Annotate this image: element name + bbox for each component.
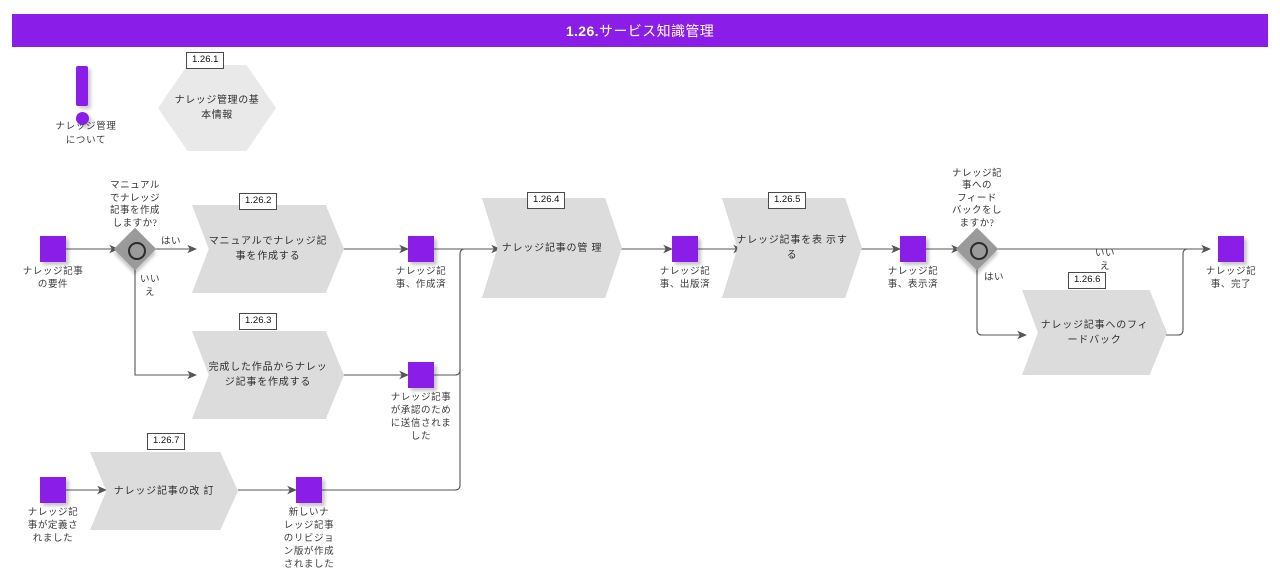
- reference-label: ナレッジ管理の基本情報: [174, 95, 260, 121]
- event-new-revision-created[interactable]: 新しいナ レッジ記事 のリビジョ ン版が作成 されました: [284, 477, 334, 570]
- event-article-displayed[interactable]: ナレッジ記 事、表示済: [888, 236, 938, 290]
- event-submitted-for-approval[interactable]: ナレッジ記事 が承認のため に送信されま した: [391, 362, 451, 442]
- page-header: 1.26.サービス知識管理: [12, 14, 1268, 47]
- process-chevron[interactable]: ナレッジ記事の管 理: [482, 198, 622, 298]
- reference-hexagon[interactable]: ナレッジ管理の基本情報: [158, 65, 276, 151]
- end-event-article-complete[interactable]: ナレッジ記 事、完了: [1206, 236, 1256, 290]
- process-tag-1-26-4[interactable]: 1.26.4: [527, 192, 566, 209]
- reference-tag-1-26-1[interactable]: 1.26.1: [186, 52, 225, 69]
- page-title-number: 1.26.: [565, 22, 599, 39]
- event-label: ナレッジ記事 の要件: [22, 267, 84, 290]
- event-article-created[interactable]: ナレッジ記 事、作成済: [396, 236, 446, 290]
- process-label: マニュアルでナレッジ記事を作成する: [208, 236, 328, 262]
- reference-node-1-26-1[interactable]: ナレッジ管理の基本情報: [158, 65, 276, 151]
- event-square[interactable]: [40, 236, 66, 262]
- flow-gateway1-no: [134, 266, 198, 380]
- event-label: ナレッジ記 事が定義さ れました: [27, 508, 79, 544]
- event-label: ナレッジ記 事、出版済: [659, 267, 711, 290]
- event-square[interactable]: [296, 477, 322, 503]
- process-label: ナレッジ記事の管 理: [501, 242, 603, 254]
- process-tag-1-26-7[interactable]: 1.26.7: [147, 433, 186, 450]
- process-chevron[interactable]: マニュアルでナレッジ記事を作成する: [192, 205, 344, 293]
- flow-proc6-rejoin: [1163, 248, 1189, 336]
- gateway-question: マニュアル でナレッジ 記事を作成 しますか?: [109, 181, 160, 229]
- process-1-26-4[interactable]: ナレッジ記事の管 理: [482, 198, 622, 298]
- gateway-manual-create[interactable]: マニュアル でナレッジ 記事を作成 しますか?: [110, 181, 160, 271]
- event-square[interactable]: [1218, 236, 1244, 262]
- annotation-label: ナレッジ管理 について: [55, 122, 117, 146]
- event-square[interactable]: [900, 236, 926, 262]
- process-tag-1-26-2[interactable]: 1.26.2: [239, 193, 278, 210]
- process-chevron[interactable]: ナレッジ記事を表 示する: [722, 198, 862, 298]
- process-1-26-7[interactable]: ナレッジ記事の改 訂: [90, 452, 238, 530]
- process-label: ナレッジ記事の改 訂: [113, 485, 215, 497]
- event-article-defined[interactable]: ナレッジ記 事が定義さ れました: [28, 477, 78, 544]
- gateway-feedback[interactable]: ナレッジ記 事への フィード バックをし ますか?: [952, 169, 1002, 271]
- process-1-26-6[interactable]: ナレッジ記事へのフィードバック: [1022, 290, 1167, 375]
- process-tag-1-26-5[interactable]: 1.26.5: [768, 192, 807, 209]
- process-tag-1-26-3[interactable]: 1.26.3: [239, 313, 278, 330]
- event-label: ナレッジ記 事、作成済: [395, 267, 447, 290]
- process-label: ナレッジ記事を表 示する: [736, 235, 848, 261]
- process-1-26-2[interactable]: マニュアルでナレッジ記事を作成する: [192, 205, 344, 293]
- event-label: 新しいナ レッジ記事 のリビジョ ン版が作成 されました: [283, 508, 335, 570]
- gateway-inclusive-icon: [128, 242, 146, 260]
- process-chevron[interactable]: 完成した作品からナレッジ記事を作成する: [192, 331, 344, 419]
- gateway1-yes-label: はい: [160, 237, 181, 247]
- flow-revision-up: [322, 254, 461, 491]
- gateway-question: ナレッジ記 事への フィード バックをし ますか?: [951, 168, 1002, 229]
- process-label: ナレッジ記事へのフィードバック: [1040, 319, 1149, 346]
- event-label: ナレッジ記 事、完了: [1205, 267, 1257, 290]
- gateway2-yes-label: はい: [983, 273, 1004, 283]
- event-square[interactable]: [408, 362, 434, 388]
- process-tag-1-26-6[interactable]: 1.26.6: [1068, 272, 1107, 289]
- gateway2-no-label: いい え: [1094, 249, 1115, 272]
- gateway1-no-label: いい え: [139, 275, 160, 298]
- flow-gateway2-yes: [976, 266, 1028, 340]
- event-article-published[interactable]: ナレッジ記 事、出版済: [660, 236, 710, 290]
- process-chevron[interactable]: ナレッジ記事へのフィードバック: [1022, 290, 1167, 375]
- process-chevron[interactable]: ナレッジ記事の改 訂: [90, 452, 238, 530]
- process-1-26-3[interactable]: 完成した作品からナレッジ記事を作成する: [192, 331, 344, 419]
- gateway-inclusive-icon: [970, 242, 988, 260]
- page-title: 1.26.サービス知識管理: [566, 21, 714, 41]
- event-square[interactable]: [40, 477, 66, 503]
- page-title-text: サービス知識管理: [598, 22, 715, 39]
- event-square[interactable]: [672, 236, 698, 262]
- process-label: 完成した作品からナレッジ記事を作成する: [208, 362, 328, 388]
- start-event-requirements[interactable]: ナレッジ記事 の要件: [23, 236, 83, 290]
- event-label: ナレッジ記 事、表示済: [887, 267, 939, 290]
- process-1-26-5[interactable]: ナレッジ記事を表 示する: [722, 198, 862, 298]
- event-label: ナレッジ記事 が承認のため に送信されま した: [390, 393, 452, 442]
- event-square[interactable]: [408, 236, 434, 262]
